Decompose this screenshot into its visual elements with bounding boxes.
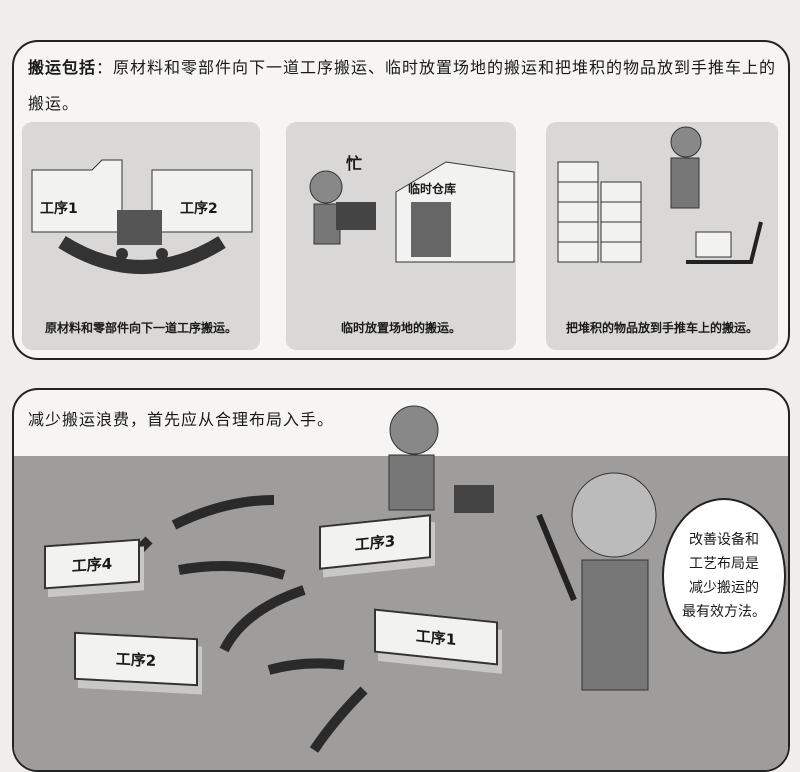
factory-cart-illustration (31, 159, 253, 274)
label-warehouse: 临时仓库 (408, 182, 457, 196)
caption: 临时放置场地的搬运。 (340, 321, 461, 335)
picture-temporary-storage: 忙 临时仓库 临时放置场地的搬运。 (286, 122, 516, 350)
intro-bold: 搬运包括 (28, 58, 97, 77)
picture-stacked-to-cart: 把堆积的物品放到手推车上的搬运。 (546, 122, 778, 350)
transport-types-panel: 搬运包括：原材料和零部件向下一道工序搬运、临时放置场地的搬运和把堆积的物品放到手… (12, 40, 790, 360)
intro-rest: ：原材料和零部件向下一道工序搬运、临时放置场地的搬运和把堆积的物品放到手推车上的… (28, 58, 777, 113)
picture-next-process: 工序1 工序2 原材料和零部件向下一道工序搬运。 (22, 122, 260, 350)
layout-panel: 减少搬运浪费，首先应从合理布局入手。 工序1 工序2 工序3 工序4 改善设备和… (12, 388, 790, 772)
station-process-2: 工序2 (74, 631, 198, 687)
label-process-2: 工序2 (180, 201, 218, 217)
bubble-line: 工艺布局是 (689, 556, 759, 572)
warehouse-worker-illustration (309, 161, 515, 263)
intro-text: 搬运包括：原材料和零部件向下一道工序搬运、临时放置场地的搬运和把堆积的物品放到手… (28, 50, 778, 122)
caption: 把堆积的物品放到手推车上的搬运。 (565, 321, 758, 335)
stacked-boxes-illustration (557, 126, 763, 264)
label-busy: 忙 (346, 154, 363, 173)
bubble-line: 改善设备和 (689, 532, 759, 548)
label-process-1: 工序1 (40, 201, 78, 217)
speech-bubble: 改善设备和 工艺布局是 减少搬运的 最有效方法。 (662, 498, 786, 654)
flow-arrows-illustration (130, 405, 657, 753)
station-process-4: 工序4 (44, 538, 140, 590)
bubble-line: 减少搬运的 (689, 580, 759, 596)
caption: 原材料和零部件向下一道工序搬运。 (44, 321, 237, 335)
bubble-line: 最有效方法。 (682, 604, 766, 620)
layout-intro: 减少搬运浪费，首先应从合理布局入手。 (28, 410, 335, 429)
